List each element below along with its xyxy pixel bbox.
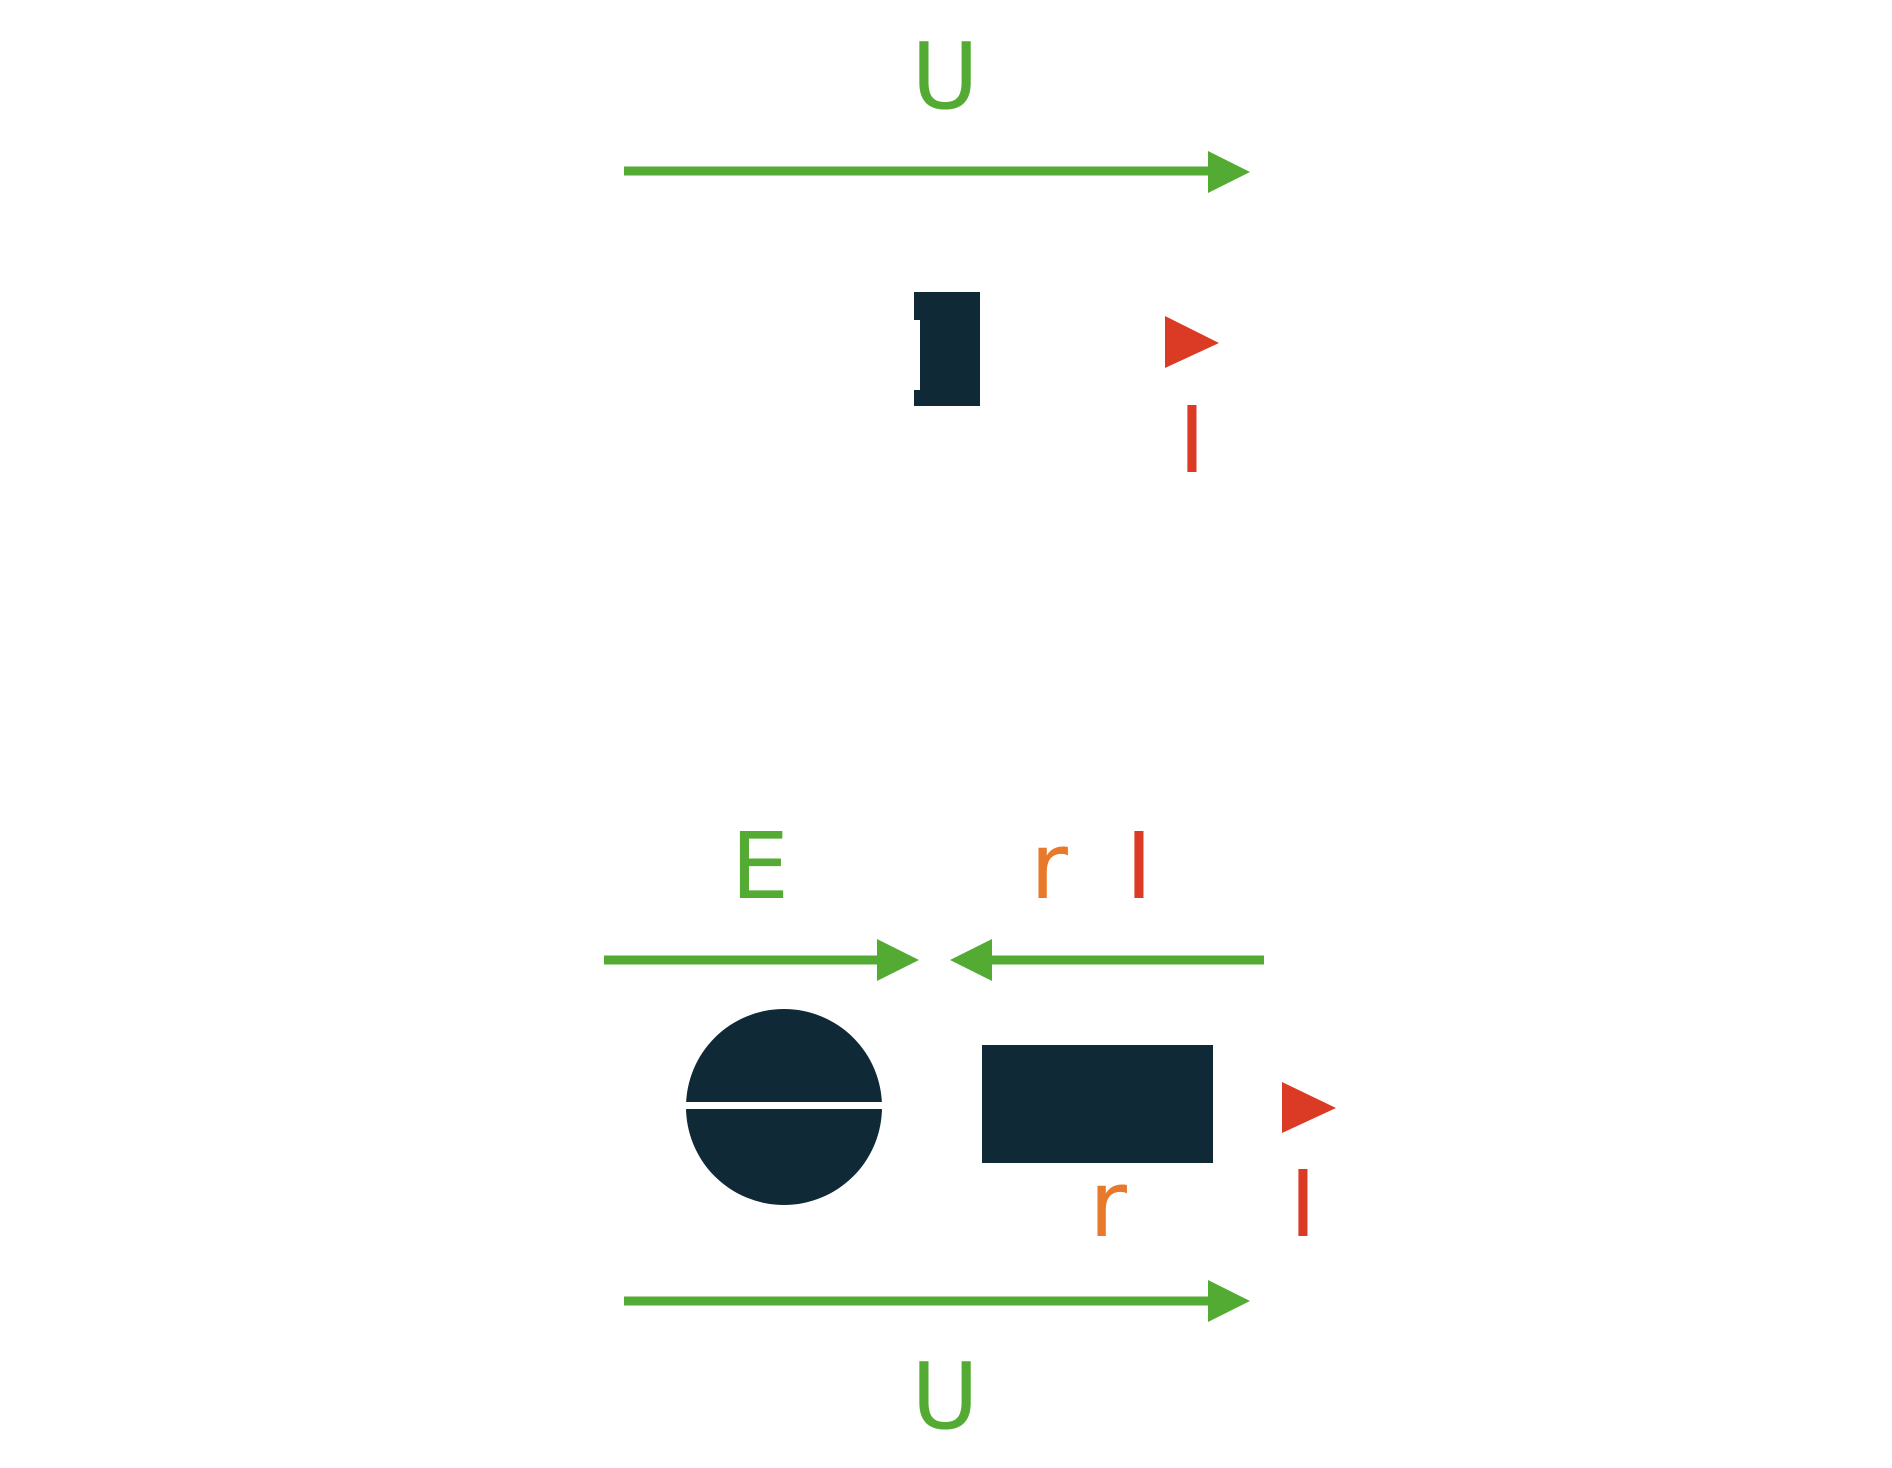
bottom-current-label: I	[1289, 1151, 1316, 1258]
emf-arrow	[604, 939, 919, 981]
bottom-panel: E r I r I U	[604, 813, 1336, 1450]
source-element	[680, 1009, 888, 1205]
emf-label: E	[731, 813, 789, 920]
internal-drop-r-label: r	[1030, 813, 1068, 920]
terminal-voltage-arrow	[624, 1280, 1250, 1322]
bottom-resistor-label: r	[1089, 1151, 1127, 1258]
terminal-voltage-label: U	[911, 1343, 978, 1450]
bottom-resistor-element	[982, 1045, 1213, 1163]
top-current-arrowhead	[1165, 316, 1219, 368]
top-voltage-arrow	[624, 151, 1250, 193]
internal-drop-arrow	[950, 939, 1264, 981]
top-current-label: I	[1178, 387, 1205, 494]
top-voltage-label: U	[911, 23, 978, 130]
top-panel: U I	[624, 23, 1250, 494]
internal-drop-i-label: I	[1125, 813, 1152, 920]
top-resistor-element	[914, 292, 980, 406]
bottom-current-arrowhead	[1282, 1082, 1336, 1133]
